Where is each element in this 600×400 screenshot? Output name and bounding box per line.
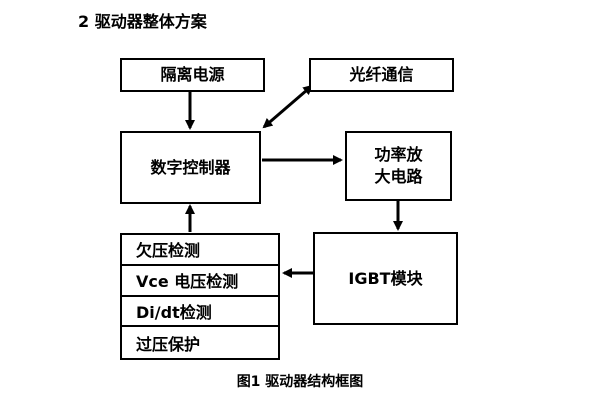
power-amp-label-line2: 大电路 <box>374 167 423 186</box>
detection-stack: 欠压检测 Vce 电压检测 Di/dt检测 过压保护 <box>120 233 280 360</box>
power-amp-label-line1: 功率放 <box>374 145 423 164</box>
detection-row-vce: Vce 电压检测 <box>122 266 278 297</box>
fiber-comm-block: 光纤通信 <box>309 58 454 92</box>
fiber-comm-label: 光纤通信 <box>349 65 414 84</box>
detection-row-didt: Di/dt检测 <box>122 297 278 328</box>
igbt-module-block: IGBT模块 <box>313 232 458 325</box>
detection-row-undervoltage: 欠压检测 <box>122 235 278 266</box>
igbt-module-label: IGBT模块 <box>348 268 423 288</box>
figure-caption: 图1 驱动器结构框图 <box>236 374 364 390</box>
isolated-power-label: 隔离电源 <box>160 65 225 84</box>
digital-controller-label: 数字控制器 <box>150 157 231 177</box>
digital-controller-block: 数字控制器 <box>120 131 261 204</box>
power-amp-block: 功率放 大电路 <box>345 131 452 201</box>
arrow-fiber-controller <box>262 84 314 129</box>
detection-row-overvoltage: 过压保护 <box>136 334 201 354</box>
section-heading: 2 驱动器整体方案 <box>78 12 207 31</box>
isolated-power-block: 隔离电源 <box>120 58 265 92</box>
